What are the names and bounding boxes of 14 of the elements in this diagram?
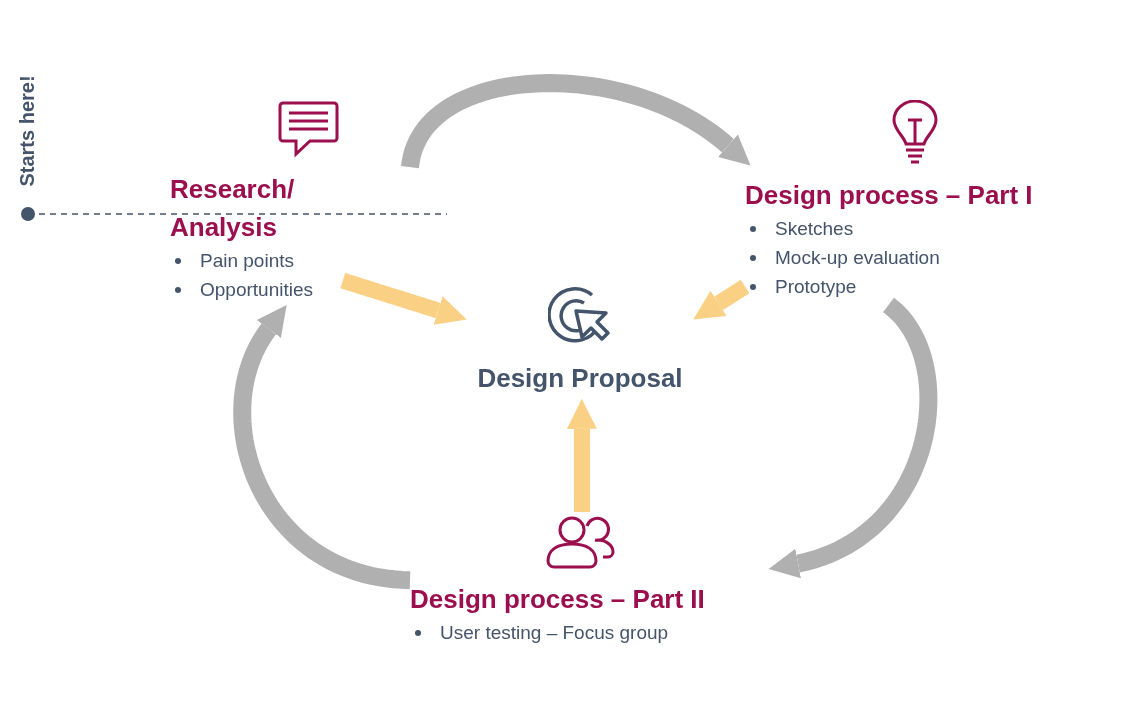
bullet-text: Pain points [200,249,295,273]
flow-arrow [768,297,938,579]
bullet-text: Prototype [775,275,858,299]
bullet-text: Opportunities [200,278,314,302]
flow-arrow [233,304,411,590]
bullet-text: Mock-up evaluation [775,246,941,270]
step-title: Design process – Part I [745,179,1034,212]
start-label: Starts here! [15,74,39,189]
step-title: Research/ Analysis [170,173,296,244]
bullet-text: User testing – Focus group [440,621,670,645]
step-title: Design process – Part II [410,583,706,616]
node-title: Design Proposal [476,362,684,395]
flow-arrow [401,74,751,171]
bullet-text: Sketches [775,217,855,241]
